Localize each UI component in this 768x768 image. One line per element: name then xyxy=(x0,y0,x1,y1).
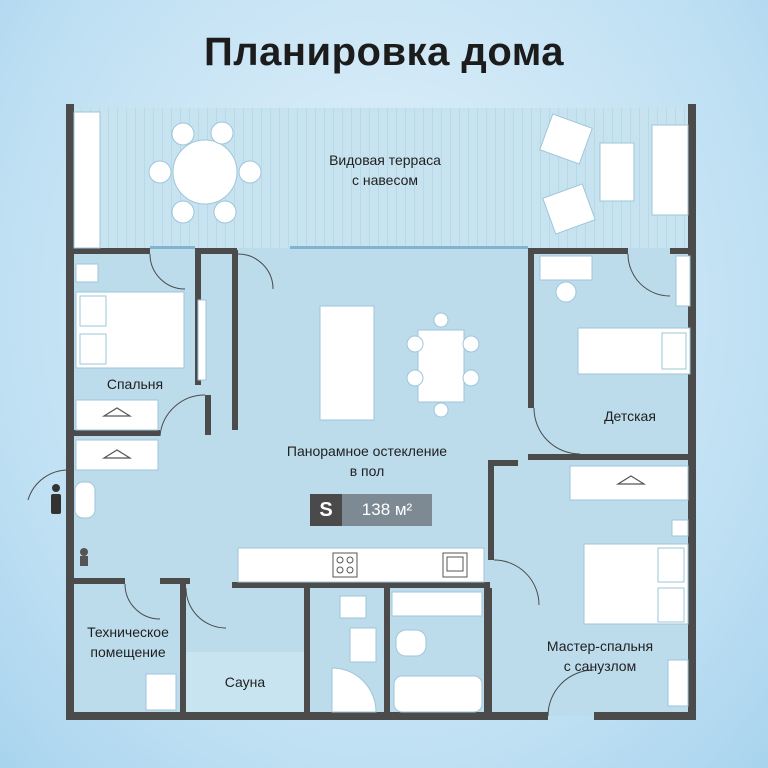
sauna-floor xyxy=(186,652,304,716)
bedroom-furniture xyxy=(75,263,207,471)
technical-label: Техническое помещение xyxy=(70,622,186,662)
terrace-label-line2: с навесом xyxy=(351,172,419,188)
kids-furniture xyxy=(539,255,691,375)
living-label: Панорамное остекление в пол xyxy=(250,441,484,481)
terrace-lounge-set xyxy=(539,113,689,235)
bedroom-label: Спальня xyxy=(106,376,164,392)
living-label-line2: в пол xyxy=(349,463,385,479)
entrance-mat xyxy=(74,481,96,519)
person-icon xyxy=(51,484,61,514)
master-label-line1: Мастер-спальня xyxy=(546,638,654,654)
terrace-lounge xyxy=(73,111,101,249)
area-value: 138 м² xyxy=(342,494,432,526)
area-symbol: S xyxy=(310,494,342,526)
stove-icon xyxy=(332,552,358,578)
hanger-icon xyxy=(101,407,647,485)
page-title: Планировка дома xyxy=(203,30,565,74)
terrace-label-line1: Видовая терраса xyxy=(329,152,441,168)
technical-label-line1: Техническое xyxy=(87,624,169,640)
shower-icon xyxy=(331,667,377,713)
living-label-line1: Панорамное остекление xyxy=(286,443,448,459)
kids-label: Детская xyxy=(604,408,656,424)
plant-icon xyxy=(80,548,88,566)
technical-label-line2: помещение xyxy=(90,644,166,660)
area-badge: S 138 м² xyxy=(310,494,432,526)
master-label-line2: с санузлом xyxy=(563,658,637,674)
walls xyxy=(66,104,696,720)
sauna-label: Сауна xyxy=(224,674,266,690)
terrace-dining-set xyxy=(148,121,262,224)
master-label: Мастер-спальня с санузлом xyxy=(530,636,670,676)
terrace-label: Видовая терраса с навесом xyxy=(300,150,470,190)
doors xyxy=(27,253,671,717)
master-furniture xyxy=(569,465,689,707)
bathroom-fixtures xyxy=(145,591,483,713)
sink-icon xyxy=(442,552,468,578)
